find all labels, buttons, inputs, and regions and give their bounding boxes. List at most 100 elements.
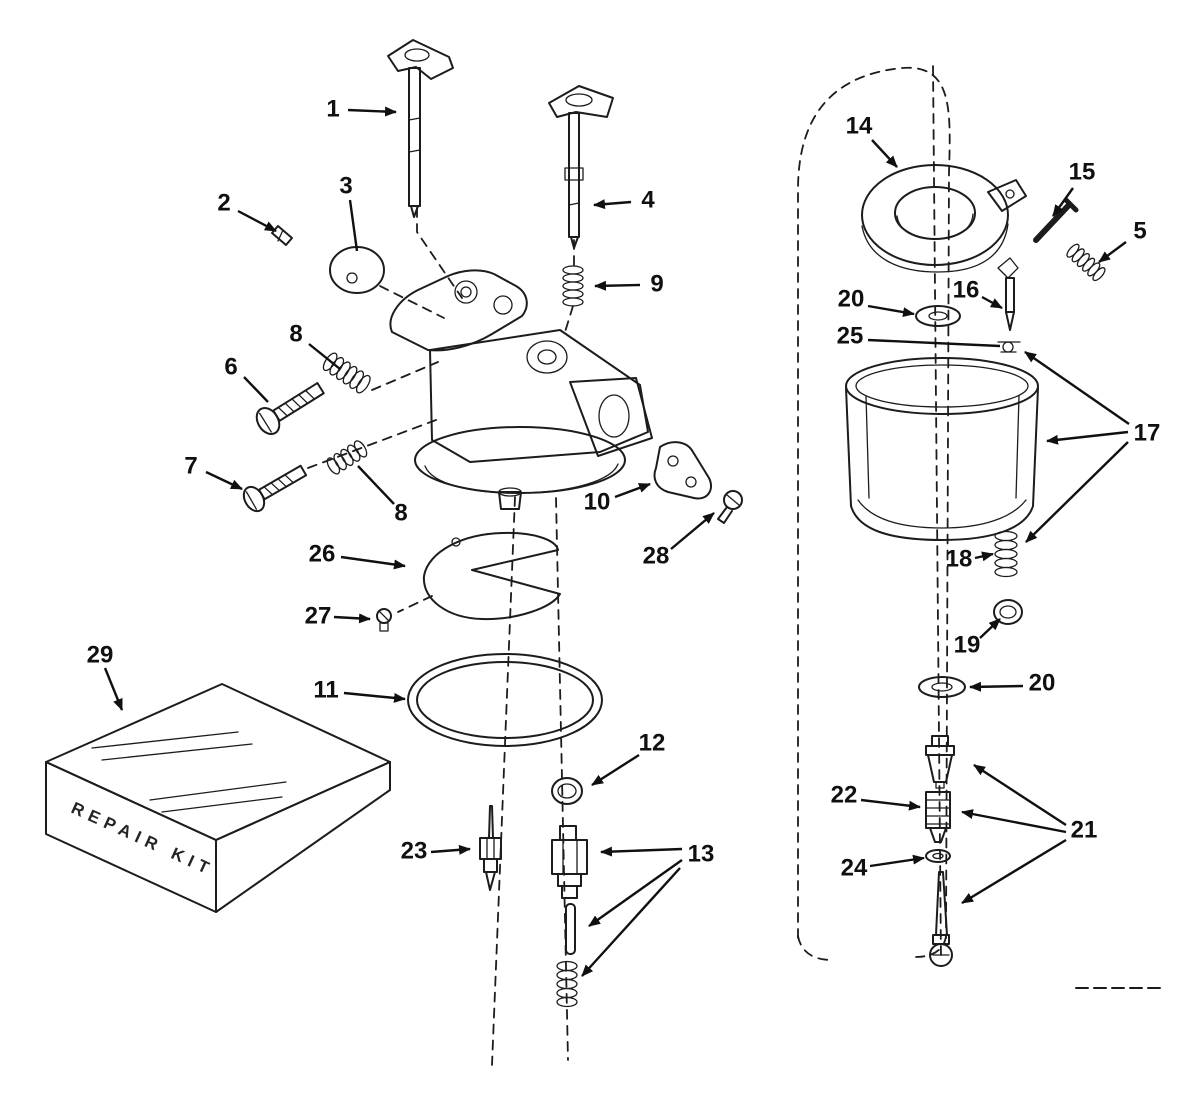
callout-label-25-26: 25 — [837, 322, 864, 349]
callout-leader-5-4 — [1098, 241, 1127, 263]
bowl-spring-drawing — [994, 530, 1018, 578]
float-drawing — [861, 164, 1027, 273]
callout-leader-20-20 — [867, 304, 915, 318]
spring-5-drawing — [1066, 243, 1106, 282]
callout-label-17-17: 17 — [1134, 419, 1161, 446]
nut-spring-drawing — [556, 960, 578, 1008]
nut-pin-drawing — [565, 903, 576, 955]
callout-label-11-11: 11 — [313, 676, 338, 703]
float-bowl-drawing — [845, 357, 1039, 541]
callout-leader-19-19 — [979, 618, 1001, 639]
callout-leader-17-17 — [1046, 430, 1129, 445]
small-washer-drawing — [925, 849, 951, 863]
choke-return-spring-drawing — [562, 265, 584, 307]
callout-leader-17-17 — [1025, 441, 1129, 543]
idle-screw-drawing — [271, 225, 293, 246]
callout-leader-11-11 — [343, 691, 406, 703]
callout-label-12-12: 12 — [639, 729, 666, 756]
callout-leader-23-24 — [430, 844, 471, 855]
callout-label-1-0: 1 — [326, 95, 339, 122]
callout-label-15-15: 15 — [1069, 158, 1096, 185]
throttle-shaft-drawing — [387, 39, 454, 218]
needle-valve-drawing — [479, 805, 502, 891]
callout-leader-6-5 — [243, 376, 269, 403]
clip-drawing — [997, 341, 1021, 353]
callout-label-3-2: 3 — [339, 172, 352, 199]
bowl-nut-drawing — [551, 825, 588, 899]
main-adjust-screw-drawing — [242, 464, 308, 513]
repair-kit-box-drawing: REPAIR KIT — [45, 683, 391, 913]
callout-leader-13-13 — [581, 867, 681, 977]
callout-leader-17-17 — [1024, 351, 1130, 425]
callout-label-9-9: 9 — [650, 270, 663, 297]
bracket-plate-drawing — [653, 441, 713, 500]
seal-ring-drawing — [993, 599, 1023, 625]
callout-label-24-25: 24 — [841, 854, 868, 881]
small-oring-drawing — [551, 777, 583, 805]
callout-label-28-29: 28 — [643, 542, 670, 569]
washer-lower-drawing — [918, 676, 966, 698]
callout-label-20-20: 20 — [838, 285, 865, 312]
callout-leader-8-8 — [357, 465, 395, 505]
callout-label-5-4: 5 — [1133, 217, 1146, 244]
carburetor-body-drawing — [389, 269, 653, 510]
callout-label-20-21: 20 — [1029, 669, 1056, 696]
callout-leader-3-2 — [348, 199, 359, 252]
callout-label-22-23: 22 — [831, 781, 858, 808]
callout-leader-16-16 — [981, 295, 1003, 310]
choke-shaft-drawing — [548, 85, 614, 249]
callout-label-16-16: 16 — [953, 276, 980, 303]
callout-leader-26-27 — [340, 555, 406, 570]
callout-label-18-18: 18 — [946, 545, 973, 572]
callout-leader-27-28 — [333, 613, 371, 624]
callout-leader-13-13 — [600, 846, 683, 857]
callout-label-4-3: 4 — [641, 186, 655, 213]
callout-leader-12-12 — [591, 753, 640, 787]
main-nozzle-drawing — [925, 735, 955, 789]
callout-label-14-14: 14 — [846, 112, 873, 139]
callout-leader-18-18 — [974, 551, 994, 562]
callout-label-19-19: 19 — [954, 631, 981, 658]
callout-label-8-7: 8 — [289, 320, 302, 347]
callout-label-7-6: 7 — [184, 452, 197, 479]
callout-leader-14-14 — [871, 139, 898, 168]
callout-label-23-24: 23 — [401, 837, 428, 864]
choke-plate-drawing — [329, 246, 385, 294]
callout-leader-22-23 — [860, 798, 921, 811]
lower-spring-drawing — [326, 440, 368, 475]
callout-leader-13-13 — [588, 859, 683, 927]
float-hinge-pin-drawing — [1033, 197, 1079, 243]
callout-leader-28-29 — [670, 512, 715, 550]
callout-leader-4-3 — [593, 199, 632, 210]
bowl-oring-drawing — [407, 653, 603, 747]
construction-lines — [307, 65, 1167, 1066]
callout-label-13-13: 13 — [688, 840, 715, 867]
callout-leader-7-6 — [205, 470, 243, 491]
callout-label-26-27: 26 — [309, 540, 336, 567]
callout-leader-25-26 — [867, 338, 1001, 348]
repair-kit-label: REPAIR KIT — [68, 798, 217, 880]
callout-layer: 1234567889101112131415161718192020212223… — [87, 95, 1161, 977]
callout-leader-9-9 — [594, 280, 641, 291]
callout-leader-8-7 — [308, 343, 341, 370]
callout-label-8-8: 8 — [394, 499, 407, 526]
callout-label-27-28: 27 — [305, 602, 332, 629]
callout-leader-20-21 — [969, 681, 1024, 692]
callout-leader-29-30 — [103, 667, 124, 711]
plate-screw-drawing — [376, 608, 392, 632]
callout-label-6-5: 6 — [224, 353, 237, 380]
callout-leader-15-15 — [1052, 187, 1074, 217]
callout-label-10-10: 10 — [584, 488, 611, 515]
callout-label-2-1: 2 — [217, 189, 230, 216]
callout-label-29-30: 29 — [87, 641, 114, 668]
callout-leader-1-0 — [347, 106, 397, 117]
inlet-needle-drawing — [997, 257, 1019, 331]
idle-adjust-screw-drawing — [255, 382, 325, 436]
callout-leader-24-25 — [869, 854, 925, 868]
upper-spring-drawing — [322, 352, 371, 394]
callout-leader-10-10 — [614, 482, 651, 499]
callout-leader-21-22 — [961, 838, 1067, 905]
callout-leader-2-1 — [237, 209, 277, 233]
